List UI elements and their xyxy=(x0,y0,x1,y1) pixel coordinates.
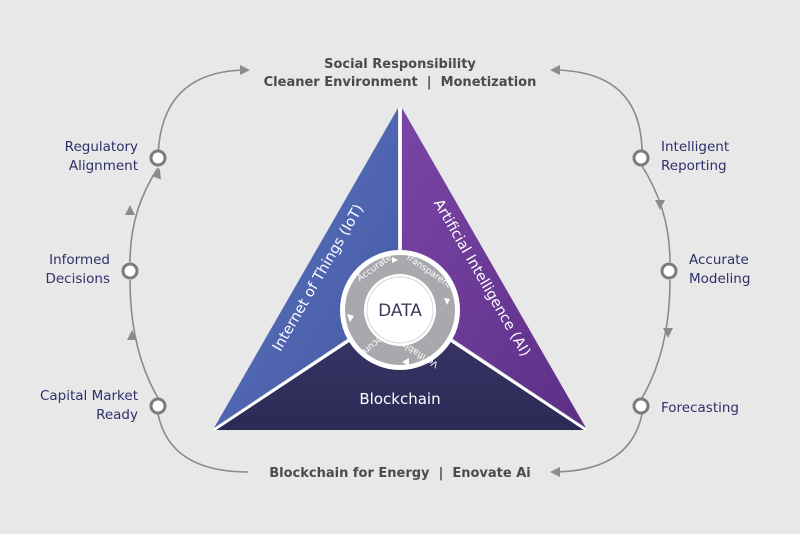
ring-arrow-3-icon xyxy=(402,358,409,366)
right-label-forecasting: Forecasting xyxy=(661,400,739,416)
triangle-left-face xyxy=(214,108,398,428)
left-label-alignment: Alignment xyxy=(69,158,138,174)
right-label-reporting: Reporting xyxy=(661,158,727,174)
right-arc xyxy=(550,65,673,477)
left-label-informed: Informed xyxy=(49,252,110,268)
bottom-heading: Blockchain for Energy | Enovate Ai xyxy=(269,466,531,481)
node-regulatory-alignment xyxy=(149,149,167,167)
ring-arrow-4-icon xyxy=(347,314,354,322)
data-center-label: DATA xyxy=(378,301,422,321)
top-heading-line2: Cleaner Environment | Monetization xyxy=(264,75,537,90)
ring-arrow-1-icon xyxy=(392,257,398,263)
arrow-left-mid3-icon xyxy=(127,330,137,340)
node-forecasting xyxy=(632,397,650,415)
arrow-right-mid2-icon xyxy=(663,328,673,338)
arrow-left-top-icon xyxy=(240,65,250,75)
arrow-left-mid1-icon xyxy=(151,168,161,180)
arrow-right-bottom-icon xyxy=(550,467,560,477)
blockchain-label: Blockchain xyxy=(359,390,440,408)
left-label-decisions: Decisions xyxy=(45,271,110,287)
right-label-modeling: Modeling xyxy=(689,271,750,287)
arrow-right-mid1-icon xyxy=(655,200,665,210)
right-label-accurate: Accurate xyxy=(689,252,749,268)
node-intelligent-reporting xyxy=(632,149,650,167)
triangle-right-face xyxy=(402,108,586,428)
data-ring xyxy=(340,250,460,370)
right-label-intelligent: Intelligent xyxy=(661,139,729,155)
left-label-capital-market: Capital Market xyxy=(40,388,138,404)
arrow-right-top-icon xyxy=(550,65,560,75)
left-arc xyxy=(125,65,250,473)
ring-arrow-2-icon xyxy=(444,298,450,305)
node-informed-decisions xyxy=(121,262,139,280)
node-accurate-modeling xyxy=(660,262,678,280)
left-label-regulatory: Regulatory xyxy=(65,139,138,155)
triangle xyxy=(213,108,587,432)
arrow-left-mid2-icon xyxy=(125,205,135,215)
top-heading-line1: Social Responsibility xyxy=(324,57,476,72)
node-capital-market-ready xyxy=(149,397,167,415)
left-label-ready: Ready xyxy=(96,407,138,423)
